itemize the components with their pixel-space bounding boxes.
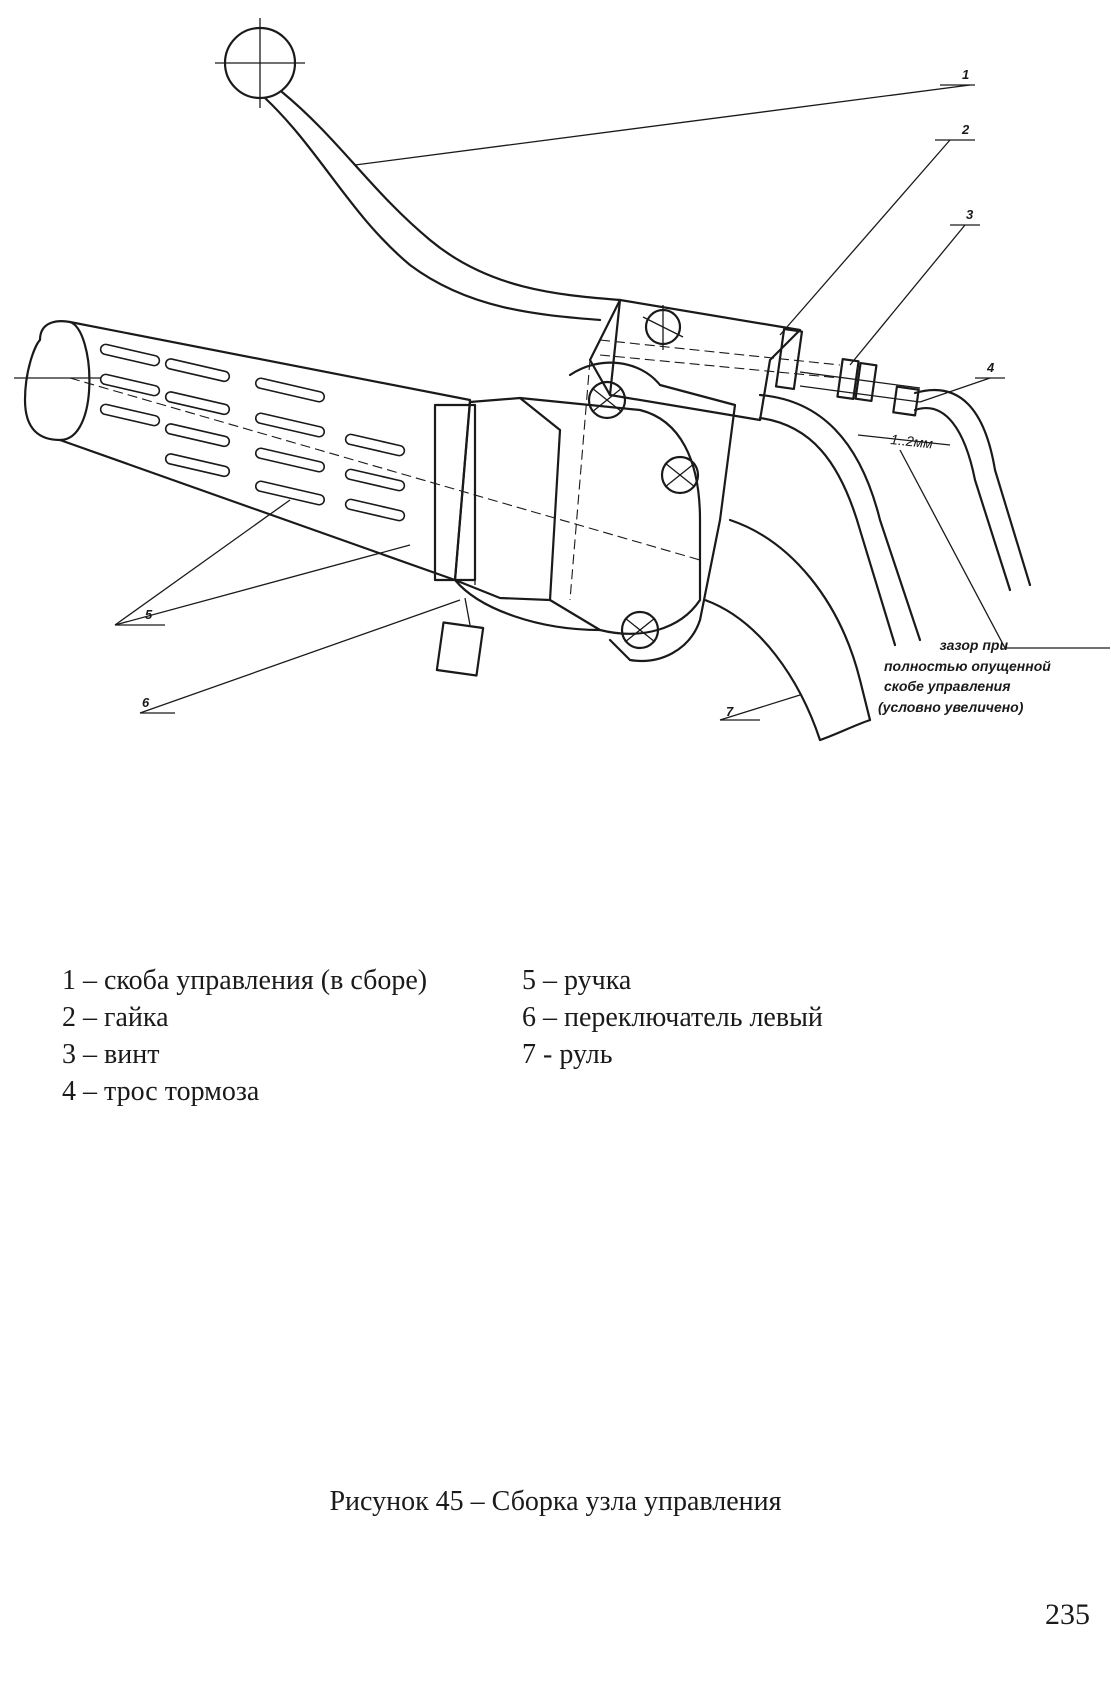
callout-7: 7 [726,704,734,719]
leader-lines [114,84,1110,721]
gap-note-line-2: полностью опущенной [884,658,1051,674]
legend-item: 4 – трос тормоза [62,1076,260,1107]
gap-note: зазор при полностью опущенной скобе упра… [878,637,1051,715]
adjuster-nut-screw [774,327,921,403]
legend-item: 7 - руль [522,1039,613,1070]
gap-note-line-1: зазор при [939,637,1008,653]
gap-dimension-label: 1..2мм [890,431,934,451]
lever-bracket [588,298,841,422]
legend-item: 3 – винт [62,1039,160,1070]
legend-right-column: 5 – ручка 6 – переключатель левый 7 - ру… [522,962,823,1073]
legend-item: 2 – гайка [62,1002,169,1033]
callout-3: 3 [966,207,974,222]
brake-cable [892,385,1032,592]
gap-note-line-3: скобе управления [884,678,1010,694]
gap-note-line-4: (условно увеличено) [878,699,1024,715]
page-number: 235 [1045,1598,1090,1631]
handlebar-clamp [568,359,737,663]
figure-caption: Рисунок 45 – Сборка узла управления [329,1486,782,1517]
callout-6: 6 [142,695,150,710]
switch-housing [435,396,702,677]
callout-2: 2 [961,122,970,137]
grip [14,320,701,582]
legend-item: 1 – скоба управления (в сборе) [62,965,428,996]
handlebar-tube [703,518,872,742]
legend-item: 6 – переключатель левый [522,1002,823,1033]
callout-5: 5 [145,607,153,622]
legend-left-column: 1 – скоба управления (в сборе) 2 – гайка… [62,962,427,1110]
legend-item: 5 – ручка [522,965,632,996]
control-assembly-drawing: 1..2мм [14,18,1110,742]
callout-4: 4 [986,360,995,375]
callout-1: 1 [962,67,969,82]
gap-dimension: 1..2мм [857,431,951,451]
brake-lever [215,18,622,322]
